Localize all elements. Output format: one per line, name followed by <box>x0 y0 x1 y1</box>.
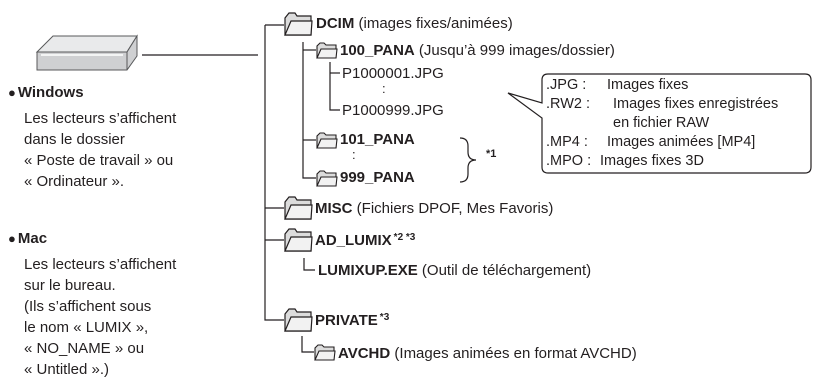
mac-line: (Ils s’affichent sous <box>24 298 152 315</box>
folder-dcim-name: DCIM <box>316 15 355 32</box>
folder-private-name: PRIVATE <box>315 312 378 329</box>
pana-files-branch <box>329 62 340 111</box>
callout-desc: Images fixes enregistrées <box>613 96 779 112</box>
footnote-1: *1 <box>486 148 497 160</box>
file-lumixup-desc: (Outil de téléchargement) <box>417 262 592 279</box>
folder-avchd-name: AVCHD <box>338 345 391 362</box>
callout-ext: .MP4 : <box>546 134 588 150</box>
folder-100-pana-name: 100_PANA <box>340 42 415 59</box>
callout-bubble <box>507 73 812 174</box>
folder-icon <box>284 308 313 332</box>
footnote-2-3: *2 *3 <box>393 232 416 243</box>
callout-ext: .RW2 : <box>546 96 591 112</box>
mac-heading: ●Mac <box>8 230 47 247</box>
mac-title: Mac <box>17 230 48 247</box>
mac-line: sur le bureau. <box>24 277 116 294</box>
mac-line: « NO_NAME » ou <box>24 340 145 357</box>
windows-line: « Ordinateur ». <box>24 173 125 190</box>
callout-desc: Images fixes <box>607 77 689 93</box>
bullet-icon: ● <box>8 85 16 100</box>
root-trunk <box>264 25 284 321</box>
ellipsis-vertical: : <box>382 81 386 96</box>
folder-999-pana: 999_PANA <box>340 169 415 186</box>
file-last: P1000999.JPG <box>342 102 444 119</box>
folder-ad-lumix-name: AD_LUMIX <box>315 232 392 249</box>
callout-row: .MPO : Images fixes 3D <box>546 153 704 170</box>
callout-ext: .MPO : <box>546 153 592 169</box>
folder-misc-name: MISC <box>315 200 353 217</box>
callout-desc: Images fixes 3D <box>600 153 704 169</box>
folder-icon <box>314 344 336 361</box>
disk-drive-icon <box>35 34 138 71</box>
mac-description: Les lecteurs s’affichent sur le bureau. … <box>24 254 176 380</box>
folder-misc: MISC (Fichiers DPOF, Mes Favoris) <box>315 200 553 217</box>
folder-101-pana: 101_PANA <box>340 131 415 148</box>
folder-101-pana-name: 101_PANA <box>340 131 415 148</box>
folder-100-pana-desc: (Jusqu’à 999 images/dossier) <box>414 42 615 59</box>
folder-dcim: DCIM (images fixes/animées) <box>316 15 513 32</box>
callout-desc: en fichier RAW <box>613 115 710 131</box>
callout-row: .JPG : Images fixes <box>546 77 688 94</box>
folder-private: PRIVATE*3 <box>315 312 389 331</box>
windows-heading: ●Windows <box>8 84 84 101</box>
mac-line: Les lecteurs s’affichent <box>24 256 177 273</box>
windows-description: Les lecteurs s’affichent dans le dossier… <box>24 108 176 192</box>
callout-row: .RW2 : Images fixes enregistrées <box>546 96 778 113</box>
folder-dcim-desc: (images fixes/animées) <box>354 15 513 32</box>
folder-icon <box>316 132 338 149</box>
bullet-icon: ● <box>8 231 16 246</box>
file-first: P1000001.JPG <box>342 65 444 82</box>
folder-avchd-desc: (Images animées en format AVCHD) <box>390 345 637 362</box>
callout-row: .MP4 : Images animées [MP4] <box>546 134 755 151</box>
windows-line: dans le dossier <box>24 131 125 148</box>
windows-line: Les lecteurs s’affichent <box>24 110 177 127</box>
mac-line: le nom « LUMIX », <box>24 319 149 336</box>
brace <box>459 137 477 183</box>
folder-icon <box>316 170 338 187</box>
folder-misc-desc: (Fichiers DPOF, Mes Favoris) <box>352 200 554 217</box>
ad-lumix-branch <box>303 258 315 271</box>
folder-ad-lumix: AD_LUMIX*2 *3 <box>315 232 415 251</box>
callout-row: en fichier RAW <box>546 115 709 132</box>
folder-icon <box>316 42 338 59</box>
folder-999-pana-name: 999_PANA <box>340 169 415 186</box>
mac-line: « Untitled ».) <box>24 361 110 378</box>
folder-100-pana: 100_PANA (Jusqu’à 999 images/dossier) <box>340 42 615 59</box>
file-lumixup-name: LUMIXUP.EXE <box>318 262 418 279</box>
ellipsis-vertical: : <box>352 147 356 162</box>
folder-icon <box>284 196 313 220</box>
callout-ext: .JPG : <box>546 77 587 93</box>
windows-line: « Poste de travail » ou <box>24 152 174 169</box>
windows-title: Windows <box>17 84 84 101</box>
dcim-branch <box>302 42 316 179</box>
callout-desc: Images animées [MP4] <box>607 134 756 150</box>
footnote-3: *3 <box>379 312 390 323</box>
folder-icon <box>284 12 313 36</box>
file-lumixup: LUMIXUP.EXE (Outil de téléchargement) <box>318 262 591 279</box>
folder-avchd: AVCHD (Images animées en format AVCHD) <box>338 345 637 362</box>
private-branch <box>301 336 314 353</box>
folder-icon <box>284 228 313 252</box>
